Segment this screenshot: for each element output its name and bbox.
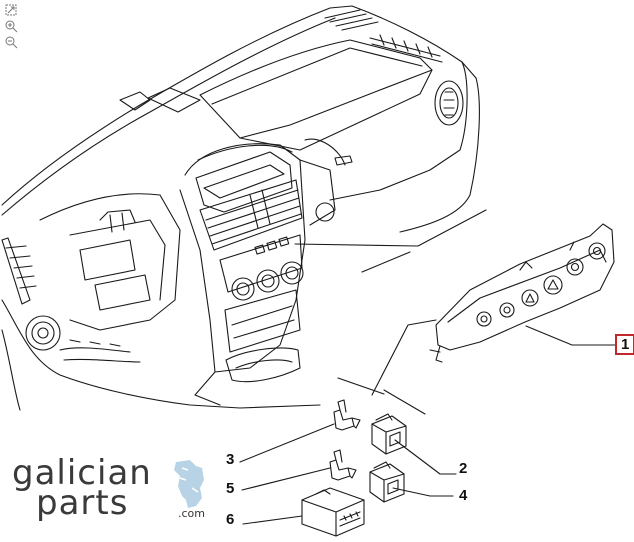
callout-6: 6	[226, 511, 235, 528]
logo-suffix: .com	[178, 507, 205, 520]
logo-line-2: parts	[36, 483, 129, 523]
galicianparts-logo: galician parts .com	[12, 456, 217, 526]
callout-4: 4	[459, 487, 468, 504]
callout-1: 1	[615, 334, 634, 355]
part-1-switch-panel	[429, 223, 615, 363]
zoom-toolbar	[4, 3, 20, 49]
part-4-connector	[369, 461, 405, 503]
callout-3: 3	[226, 451, 235, 468]
part-3-clip	[333, 399, 361, 431]
leader-lines	[239, 209, 619, 525]
zoom-out-icon[interactable]	[4, 35, 18, 49]
zoom-in-icon[interactable]	[4, 19, 18, 33]
logo-line-1: galician	[12, 453, 152, 493]
fit-icon[interactable]	[4, 3, 18, 17]
part-2-connector	[371, 413, 407, 455]
callout-5: 5	[226, 480, 235, 497]
dashboard-shell	[1, 5, 480, 411]
callout-2: 2	[459, 460, 468, 477]
logo-map-shape	[174, 460, 204, 508]
part-5-clip	[329, 449, 357, 481]
part-6-module	[301, 487, 365, 537]
